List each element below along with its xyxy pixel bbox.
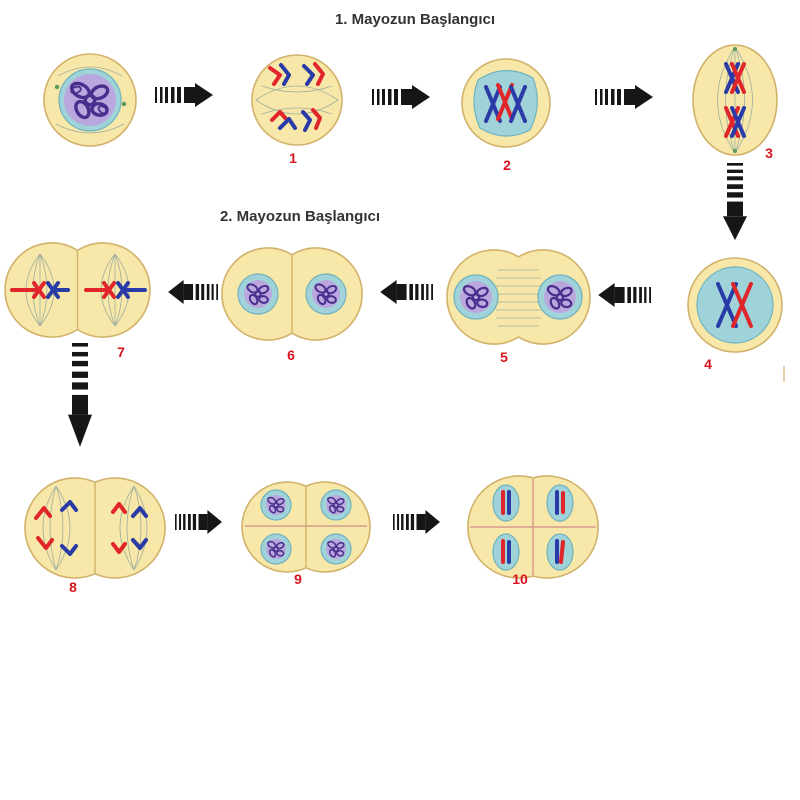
nucleus [492,533,520,571]
stage-label-7: 7 [117,344,125,360]
stage-label-3: 3 [765,145,773,161]
chromosome-red [10,281,46,299]
cell-stage-8 [24,477,166,579]
arrow-5-to-6 [380,280,433,304]
cell-stage-5 [446,249,591,345]
chromatid-blue [60,500,78,512]
arrow-7-to-8 [68,343,92,447]
chromosome-red [496,83,514,121]
arrow-2-to-3 [595,85,653,109]
meiosis-1-title: 1. Mayozun Başlangıcı [335,11,495,28]
arrow-4-to-5 [598,283,651,307]
cell-stage-6 [221,247,363,341]
chromosome-red [268,66,282,86]
arrow-6-to-7 [168,280,218,304]
chromosome-blue [301,110,312,132]
stage-label-6: 6 [287,347,295,363]
chromatid-red [36,536,54,550]
cell-stage-10 [467,475,599,579]
chromosome-blue [279,63,291,86]
chromosome-red [311,108,322,130]
meiosis-2-title: 2. Mayozun Başlangıcı [220,208,380,225]
arrow-3-to-4 [723,163,747,241]
chromosome-red [730,62,746,94]
stage-label-10: 10 [512,571,528,587]
chromosome-blue [716,282,738,328]
chromosome-blue [46,281,70,299]
cell-stage-1 [251,54,343,146]
stage-label-9: 9 [294,571,302,587]
nucleus [546,484,574,522]
chromosome-blue [302,64,315,86]
stage-label-5: 5 [500,349,508,365]
stage-label-8: 8 [69,579,77,595]
arrow-9-to-10 [393,510,440,534]
arrow-1-to-2 [372,85,430,109]
cell-stage-2 [461,58,551,148]
nucleus [492,484,520,522]
chromatid-red [34,506,52,520]
chromosome-red [559,540,565,564]
nucleus [696,266,774,344]
chromosome-red [313,62,325,86]
chromosome-red [270,110,289,122]
arrow-8-to-9 [175,510,222,534]
cell-start [43,53,137,147]
stage-label-1: 1 [289,150,297,166]
chromatid-blue [131,506,148,518]
chromatid-red [111,502,127,514]
stage-label-2: 2 [503,157,511,173]
chromatid-blue [131,538,148,550]
chromosome-blue [278,117,297,130]
cell-stage-3 [692,44,778,156]
stage-label-4: 4 [704,356,712,372]
chromatid-red [111,542,127,554]
chromosome-red [731,282,753,328]
chromosome-blue [730,106,746,138]
arrow-start-to-1 [155,83,213,107]
chromosome-blue [116,281,147,299]
cell-stage-7 [4,242,151,338]
chromosome-red [84,281,116,299]
chromatid-blue [60,544,78,556]
cell-stage-4 [687,257,783,353]
cell-stage-9 [241,481,371,573]
chromosome-blue [509,85,527,123]
